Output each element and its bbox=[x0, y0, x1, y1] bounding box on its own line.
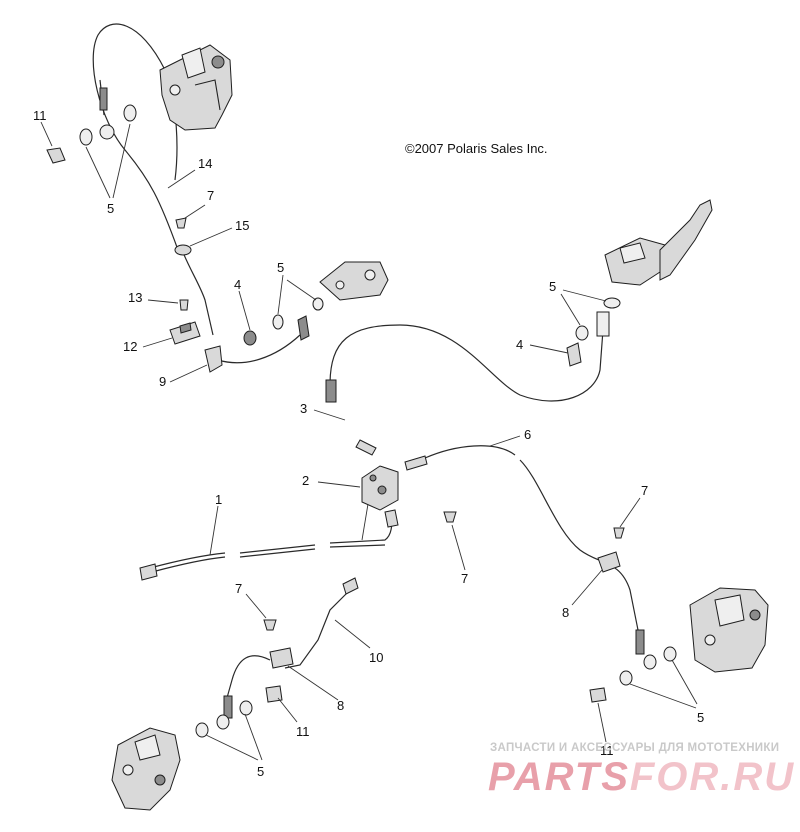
leader-lines bbox=[40, 121, 698, 761]
callout-15: 15 bbox=[235, 218, 249, 233]
callout-5: 5 bbox=[277, 260, 284, 275]
copyright-notice: ©2007 Polaris Sales Inc. bbox=[405, 141, 548, 156]
watermark: ЗАПЧАСТИ И АКСЕССУАРЫ ДЛЯ МОТОТЕХНИКИ PA… bbox=[488, 742, 795, 799]
callout-7: 7 bbox=[641, 483, 648, 498]
callout-9: 9 bbox=[159, 374, 166, 389]
caliper-bottom-right bbox=[689, 587, 769, 673]
callout-labels: 11 5 14 7 15 13 12 9 4 5 5 4 3 6 2 7 1 7… bbox=[33, 108, 704, 779]
callout-7: 7 bbox=[235, 581, 242, 596]
watermark-brand-for-ru: FOR.RU bbox=[630, 755, 795, 799]
callout-4: 4 bbox=[516, 337, 523, 352]
callout-14: 14 bbox=[198, 156, 212, 171]
callout-5: 5 bbox=[107, 201, 114, 216]
callout-5: 5 bbox=[697, 710, 704, 725]
callout-11: 11 bbox=[33, 108, 47, 123]
callout-11: 11 bbox=[600, 743, 614, 758]
callout-4: 4 bbox=[234, 277, 241, 292]
fittings-master bbox=[566, 297, 621, 367]
watermark-brand: PARTSFOR.RU bbox=[488, 755, 795, 799]
small-bolts bbox=[174, 217, 625, 631]
callout-2: 2 bbox=[302, 473, 309, 488]
hose-10 bbox=[284, 589, 351, 669]
master-cylinder bbox=[604, 199, 713, 286]
hose-loop-3 bbox=[329, 324, 604, 402]
callout-7: 7 bbox=[461, 571, 468, 586]
callout-8: 8 bbox=[562, 605, 569, 620]
fittings-middle bbox=[243, 297, 324, 346]
caliper-middle bbox=[319, 261, 389, 301]
brake-hoses bbox=[92, 23, 641, 706]
watermark-tagline: ЗАПЧАСТИ И АКСЕССУАРЫ ДЛЯ МОТОТЕХНИКИ bbox=[490, 742, 779, 754]
callout-1: 1 bbox=[215, 492, 222, 507]
bracket-12 bbox=[169, 321, 201, 345]
callout-10: 10 bbox=[369, 650, 383, 665]
hose-6 bbox=[424, 445, 516, 459]
distribution-block-2 bbox=[361, 465, 399, 511]
callout-5: 5 bbox=[257, 764, 264, 779]
hose-fittings bbox=[139, 379, 645, 719]
callout-5: 5 bbox=[549, 279, 556, 294]
callout-6: 6 bbox=[524, 427, 531, 442]
fittings-bottom-right bbox=[589, 646, 677, 703]
caliper-bottom-left bbox=[111, 727, 181, 811]
callout-7: 7 bbox=[207, 188, 214, 203]
callout-12: 12 bbox=[123, 339, 137, 354]
caliper-top-left bbox=[159, 44, 233, 131]
hose-9 bbox=[217, 334, 301, 364]
callout-11: 11 bbox=[296, 724, 310, 739]
fittings-bottom-left bbox=[195, 685, 283, 738]
callout-8: 8 bbox=[337, 698, 344, 713]
junction-9 bbox=[204, 345, 223, 373]
hose-1 bbox=[149, 552, 226, 569]
watermark-brand-parts: PARTS bbox=[488, 755, 630, 799]
fittings-top-left bbox=[46, 87, 137, 164]
callout-13: 13 bbox=[128, 290, 142, 305]
callout-3: 3 bbox=[300, 401, 307, 416]
